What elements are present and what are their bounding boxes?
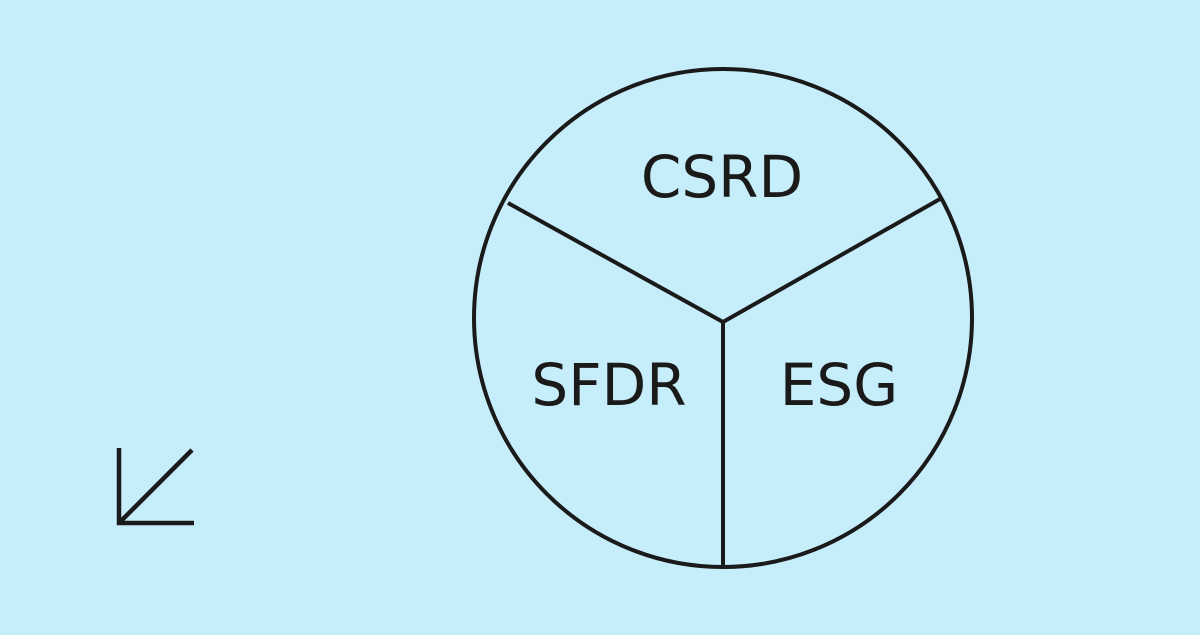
arrow-down-left-icon	[116, 448, 194, 526]
segment-label-csrd: CSRD	[641, 143, 803, 211]
segment-label-esg: ESG	[780, 351, 898, 419]
segmented-circle	[472, 67, 974, 569]
segment-label-sfdr: SFDR	[531, 351, 686, 419]
